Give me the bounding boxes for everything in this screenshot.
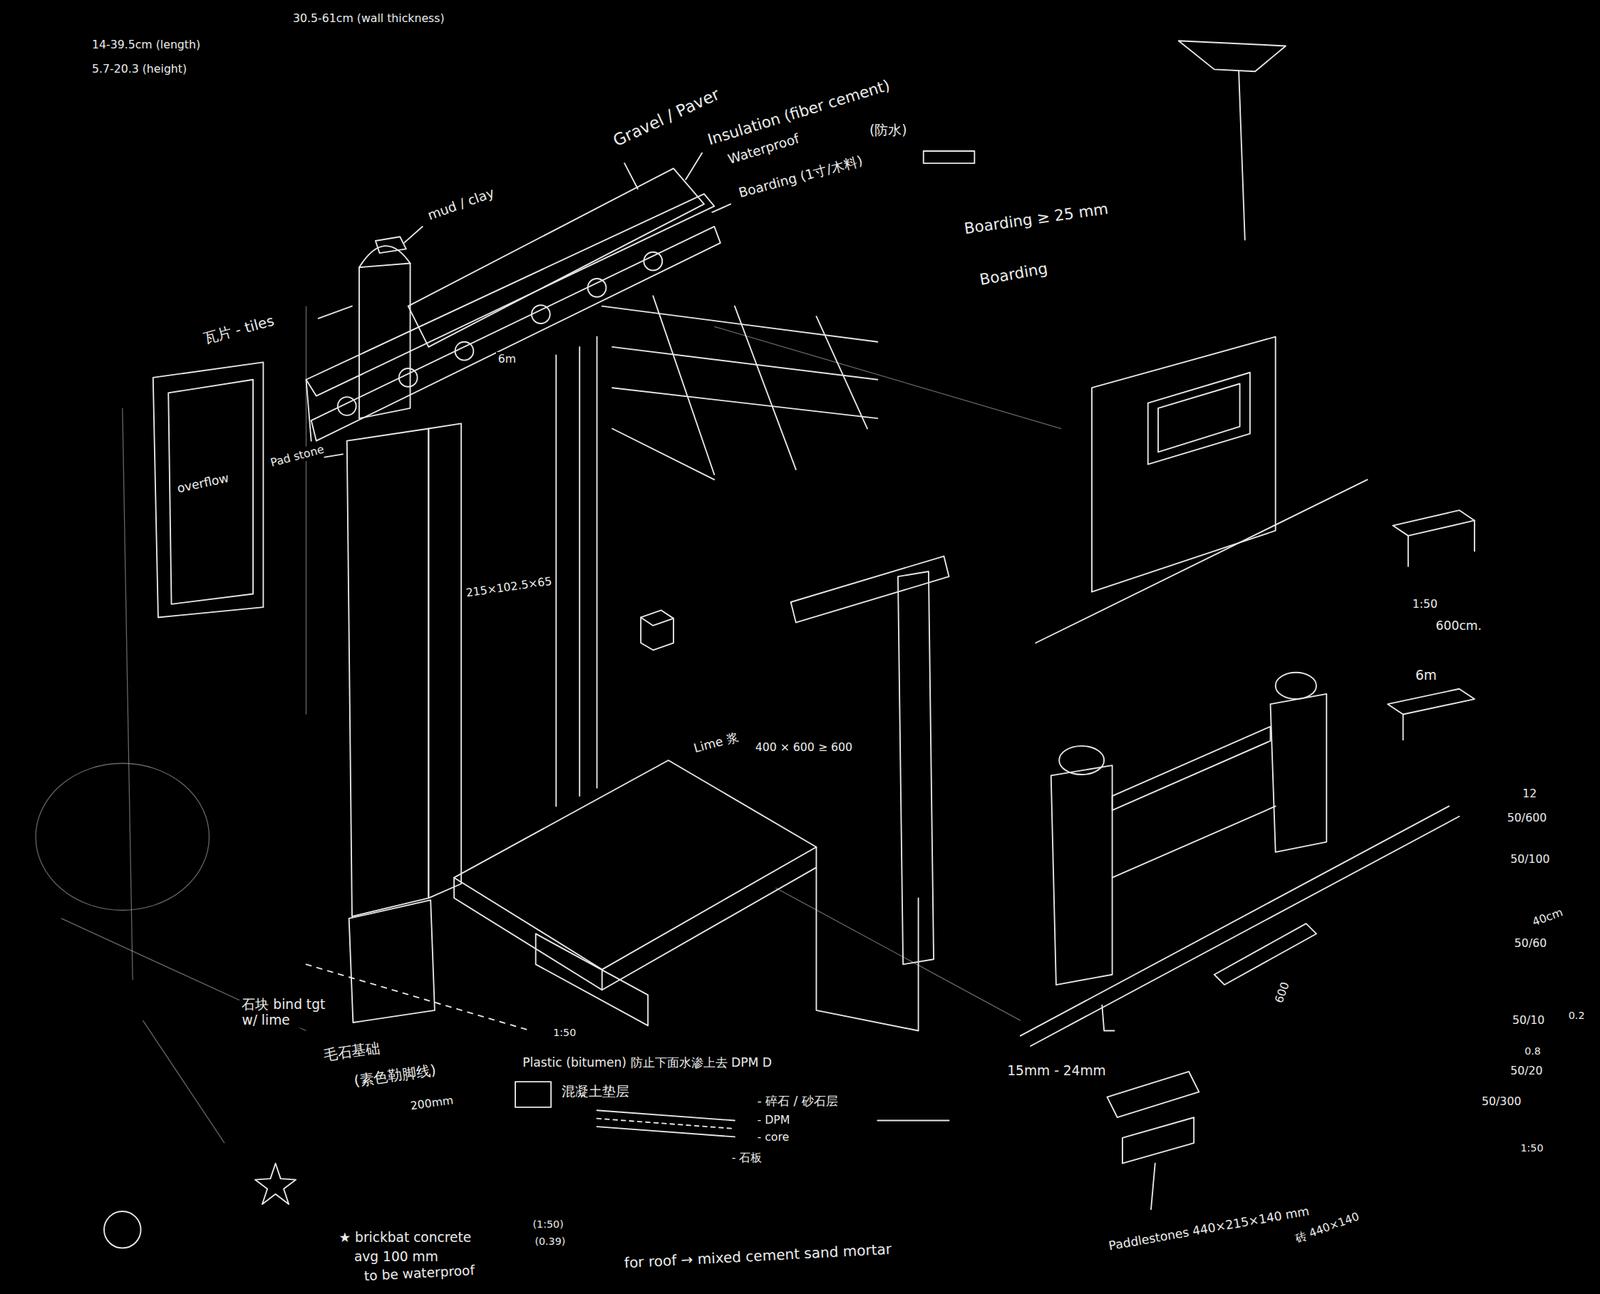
rubble-wall <box>347 236 462 1023</box>
detail-sketches <box>104 40 1475 1248</box>
handwritten-note: 12 <box>1520 786 1539 802</box>
handwritten-note: 15mm - 24mm <box>1004 1063 1108 1080</box>
handwritten-note: 毛石基础 <box>320 1038 384 1065</box>
handwritten-note: Pad stone <box>266 441 328 472</box>
handwritten-note: 1:50 <box>1518 1141 1546 1154</box>
handwritten-note: 40cm <box>1528 904 1567 931</box>
handwritten-note: mud / clay <box>423 183 499 224</box>
leader-line <box>318 153 731 458</box>
timber-floor <box>306 760 919 1032</box>
handwritten-note: Paddlestones 440×215×140 mm <box>1106 1203 1314 1255</box>
handwritten-note: (0.39) <box>532 1235 568 1248</box>
window-frame <box>153 362 264 618</box>
handwritten-note: (素色勒脚线) <box>350 1060 440 1091</box>
handwritten-note: 0.8 <box>1522 1044 1543 1057</box>
handwritten-note: 1:50 <box>1410 597 1440 612</box>
handwritten-note: - 石板 <box>729 1151 765 1166</box>
handwritten-note: 1:50 <box>550 1026 578 1040</box>
handwritten-note: 600 <box>1270 978 1293 1008</box>
handwritten-note: 混凝土垫层 <box>559 1083 632 1100</box>
handwritten-note: - core <box>755 1130 792 1145</box>
door-frame <box>555 337 674 807</box>
timber-post <box>791 556 950 965</box>
handwritten-note: 5.7-20.3 (height) <box>89 62 189 77</box>
handwritten-note: 0.2 <box>1566 1008 1588 1022</box>
handwritten-note: Plastic (bitumen) 防止下面水渗上去 DPM D <box>520 1055 774 1072</box>
handwritten-note: - 碎石 / 砂石层 <box>755 1093 841 1110</box>
handwritten-note: 6m <box>1413 667 1439 684</box>
handwritten-note: 30.5-61cm (wall thickness) <box>290 11 447 26</box>
handwritten-note: 石块 bind tgt w/ lime <box>239 996 346 1029</box>
handwritten-note: - DPM <box>755 1113 793 1128</box>
handwritten-note: 6m <box>496 352 519 367</box>
handwritten-note: 400 × 600 ≥ 600 <box>753 740 855 755</box>
handwritten-note: 200mm <box>406 1093 457 1114</box>
handwritten-note: 50/600 <box>1505 811 1549 826</box>
handwritten-note: for roof → mixed cement sand mortar <box>622 1240 895 1273</box>
handwritten-note: 50/100 <box>1508 851 1552 866</box>
handwritten-note: 50/60 <box>1512 936 1549 951</box>
handwritten-note: avg 100 mm <box>352 1248 441 1266</box>
handwritten-note: (防水) <box>867 122 910 139</box>
stone-wall-window <box>1035 337 1367 644</box>
handwritten-note: 14-39.5cm (length) <box>89 37 203 53</box>
stone-fence <box>1020 672 1460 1047</box>
handwritten-note: Boarding ≥ 25 mm <box>960 199 1112 240</box>
handwritten-note: 50/300 <box>1479 1094 1524 1109</box>
handwritten-note: overflow <box>173 470 233 498</box>
handwritten-note: Boarding <box>975 258 1051 291</box>
roof-section <box>306 168 879 480</box>
faint-sketch <box>35 306 1062 1144</box>
handwritten-note: to be waterproof <box>362 1262 478 1285</box>
handwritten-note: 50/10 <box>1510 1013 1547 1028</box>
handwritten-note: 50/20 <box>1508 1064 1545 1079</box>
handwritten-note: 600cm. <box>1433 618 1484 635</box>
handwritten-note: 瓦片 - tiles <box>199 311 279 349</box>
handwritten-note: Lime 浆 <box>689 729 742 758</box>
handwritten-note: 215×102.5×65 <box>463 574 556 602</box>
handwritten-note: (1:50) <box>530 1217 566 1231</box>
handwritten-note: ★ brickbat concrete <box>336 1229 474 1246</box>
